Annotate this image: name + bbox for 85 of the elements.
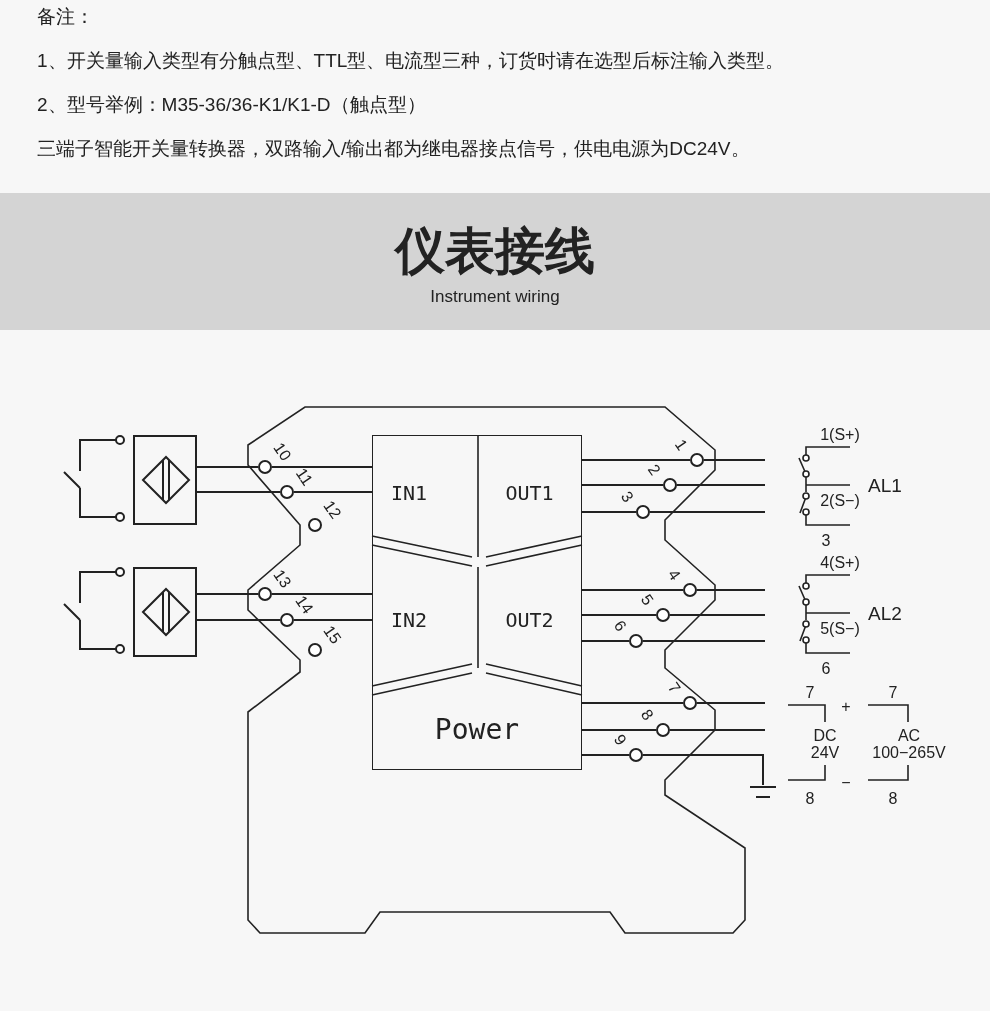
supply-label: AC 100−265V	[871, 727, 947, 761]
terminal-number: 13	[269, 566, 295, 592]
terminal-label: 7	[888, 683, 898, 701]
polarity-sign: −	[841, 773, 851, 791]
terminal-number: 6	[610, 617, 630, 635]
wire	[196, 491, 281, 493]
module-section: Power	[372, 690, 582, 770]
terminal-label: 8	[805, 789, 815, 807]
terminal-circle	[258, 460, 272, 474]
wire	[676, 484, 766, 486]
wire	[196, 593, 259, 595]
terminal-number: 8	[637, 706, 657, 724]
polarity-sign: +	[841, 697, 851, 715]
wire	[703, 459, 766, 461]
relay-label: AL2	[868, 604, 902, 622]
terminal-number: 12	[319, 497, 345, 523]
terminal-number: 10	[269, 439, 295, 465]
ground-symbol	[750, 785, 776, 799]
wire	[581, 729, 657, 731]
terminal-circle	[308, 643, 322, 657]
terminal-circle	[308, 518, 322, 532]
wire	[196, 466, 259, 468]
terminal-circle	[629, 748, 643, 762]
terminal-label: 5(S−)	[820, 619, 860, 637]
terminal-number: 5	[637, 591, 657, 609]
terminal-number: 14	[291, 592, 317, 618]
terminal-label: 2(S−)	[820, 491, 860, 509]
terminal-circle	[683, 696, 697, 710]
title: 仪表接线	[393, 223, 596, 279]
note-text: 三端子智能开关量转换器，双路输入/输出都为继电器接点信号，供电电源为DC24V。	[37, 137, 750, 161]
terminal-label: 6	[821, 659, 831, 677]
wire	[581, 511, 637, 513]
wire	[649, 511, 766, 513]
terminal-number: 2	[644, 461, 664, 479]
module-section: IN2	[372, 550, 478, 690]
terminal-circle	[636, 505, 650, 519]
terminal-number: 4	[664, 566, 684, 584]
terminal-circle	[656, 608, 670, 622]
wire	[293, 491, 373, 493]
wire	[581, 484, 664, 486]
wire	[271, 593, 373, 595]
wire	[196, 619, 281, 621]
wire	[642, 640, 766, 642]
module-section: IN1	[372, 435, 478, 550]
note-heading: 备注：	[37, 5, 94, 29]
terminal-number: 1	[671, 436, 691, 454]
terminal-label: 3	[821, 531, 831, 549]
note-text: 2、型号举例：M35-36/36-K1/K1-D（触点型）	[37, 93, 426, 117]
terminal-number: 9	[610, 731, 630, 749]
terminal-circle	[683, 583, 697, 597]
supply-label: DC 24V	[810, 727, 840, 761]
terminal-label: 7	[805, 683, 815, 701]
wire	[271, 466, 373, 468]
terminal-circle	[629, 634, 643, 648]
terminal-circle	[258, 587, 272, 601]
terminal-circle	[663, 478, 677, 492]
wire	[293, 619, 373, 621]
wire	[581, 459, 691, 461]
wire	[696, 702, 766, 704]
terminal-circle	[280, 613, 294, 627]
wire	[669, 614, 766, 616]
terminal-number: 3	[617, 488, 637, 506]
wire	[581, 614, 657, 616]
terminal-label: 1(S+)	[820, 425, 860, 443]
wire	[696, 589, 766, 591]
wire	[581, 702, 684, 704]
relay-label: AL1	[868, 476, 902, 494]
terminal-circle	[656, 723, 670, 737]
wire	[642, 754, 764, 786]
terminal-number: 7	[664, 679, 684, 697]
note-text: 1、开关量输入类型有分触点型、TTL型、电流型三种，订货时请在选型后标注输入类型。	[37, 49, 785, 73]
title-band	[0, 193, 990, 330]
terminal-circle	[690, 453, 704, 467]
module-section: OUT1	[478, 435, 582, 550]
wire	[581, 640, 630, 642]
terminal-circle	[280, 485, 294, 499]
terminal-number: 11	[291, 465, 317, 489]
terminal-label: 8	[888, 789, 898, 807]
terminal-label: 4(S+)	[820, 553, 860, 571]
wire	[581, 589, 684, 591]
wire	[669, 729, 766, 731]
module-section: OUT2	[478, 550, 582, 690]
terminal-number: 15	[319, 622, 345, 648]
subtitle: Instrument wiring	[429, 287, 561, 307]
wire	[581, 754, 630, 756]
